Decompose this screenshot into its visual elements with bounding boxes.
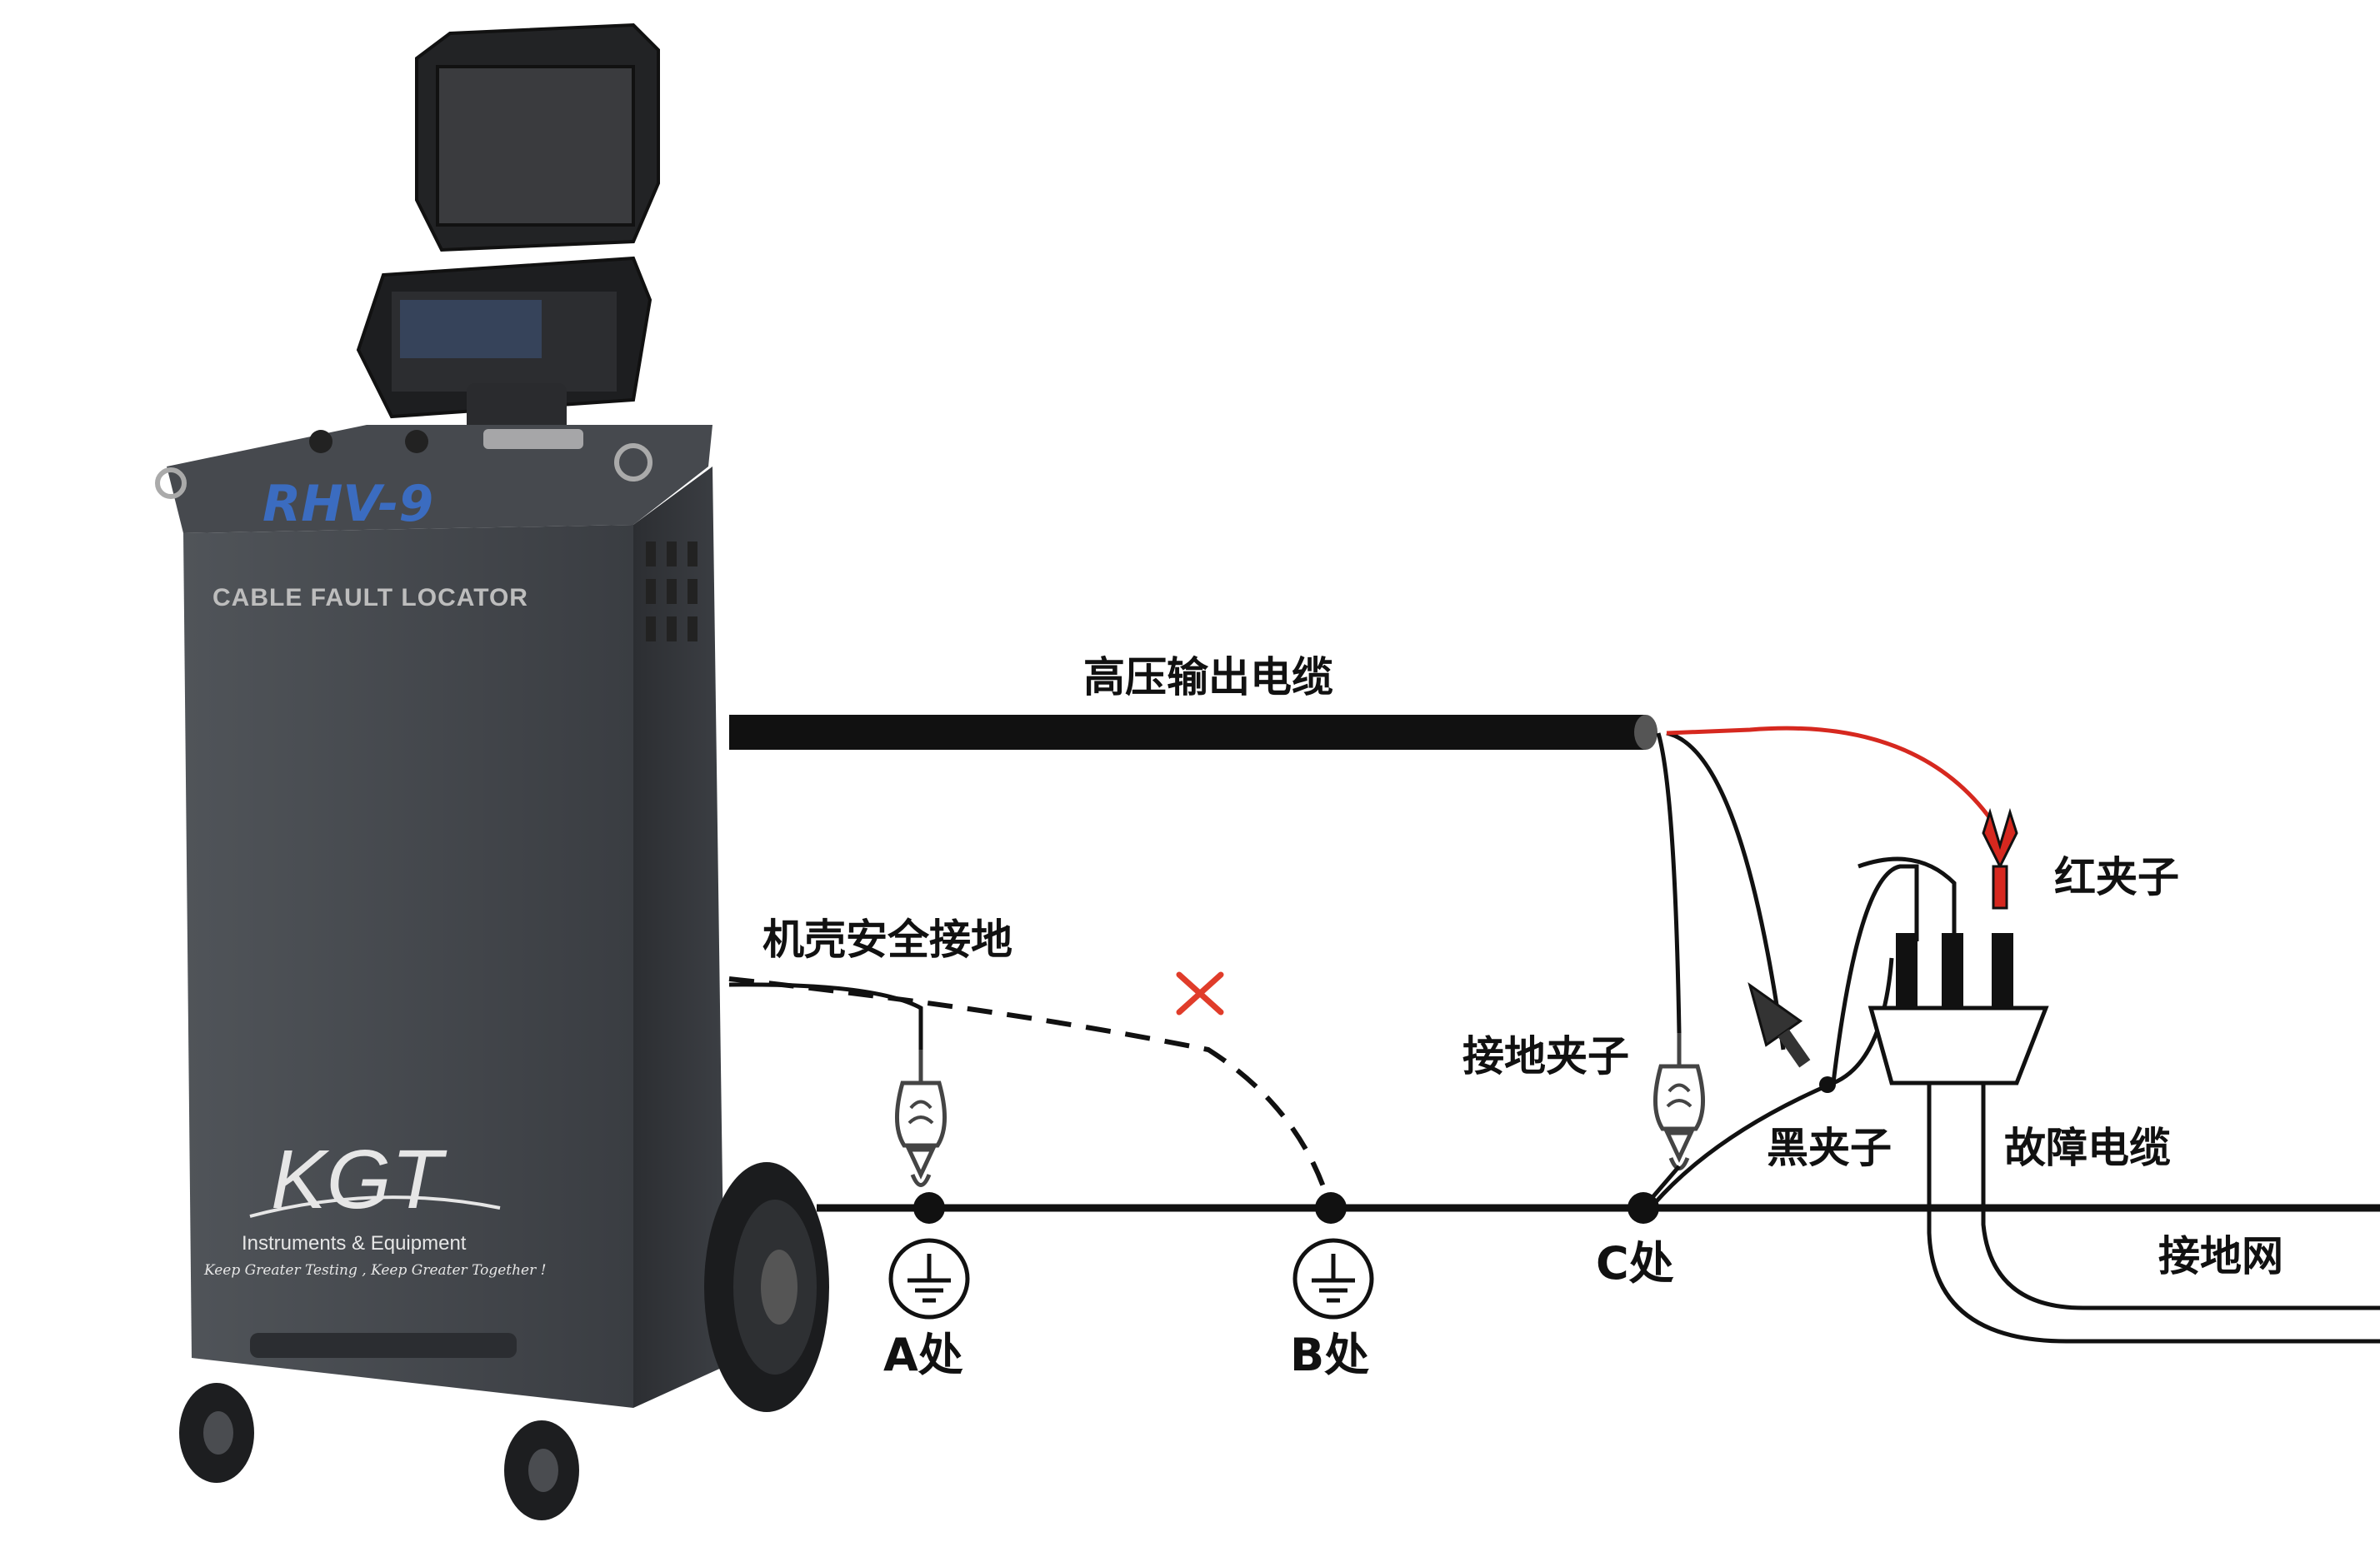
caster-wheel-right xyxy=(504,1420,579,1520)
logo-swoosh xyxy=(249,1195,501,1218)
caster-wheel-left xyxy=(179,1383,254,1483)
faulty-cable xyxy=(1927,1083,2380,1344)
red-lead xyxy=(1666,726,1994,822)
ground-clip-icon xyxy=(1655,1033,1702,1169)
base-bar xyxy=(250,1333,517,1358)
ground-lead xyxy=(1656,732,1682,1034)
model-name: RHV-9 xyxy=(262,475,433,533)
lift-ring-right xyxy=(614,443,652,482)
x-mark-icon xyxy=(1176,971,1224,1016)
red-clip-label: 红夹子 xyxy=(2054,853,2179,901)
faulty-cable-label: 故障电缆 xyxy=(2004,1124,2171,1172)
kgt-logo: KGT xyxy=(271,1133,447,1226)
point-b-label: B处 xyxy=(1290,1329,1369,1381)
point-c-label: C处 xyxy=(1596,1237,1674,1290)
red-clip-icon xyxy=(1982,807,2018,910)
black-clip-label: 黑夹子 xyxy=(1767,1124,1892,1172)
chassis-ground-label: 机壳安全接地 xyxy=(762,916,1012,964)
ground-grid-label: 接地网 xyxy=(2158,1232,2283,1280)
earth-ground-icon xyxy=(888,1238,970,1320)
point-a-label: A处 xyxy=(883,1329,963,1381)
chassis-ground-dashed-wire xyxy=(728,976,1332,1205)
company-name: Instruments & Equipment xyxy=(242,1232,467,1255)
point-b-node xyxy=(1315,1192,1347,1224)
ground-clip-label: 接地夹子 xyxy=(1462,1032,1629,1080)
jumper-node xyxy=(1819,1076,1836,1093)
earth-ground-icon xyxy=(1292,1238,1374,1320)
slogan: Keep Greater Testing , Keep Greater Toge… xyxy=(203,1262,546,1279)
device-top xyxy=(167,425,712,533)
cable-fault-locator-device: RHV-9 CABLE FAULT LOCATOR KGT Instrument… xyxy=(155,22,829,1520)
black-clip-icon xyxy=(1748,982,1811,1068)
device-subtitle: CABLE FAULT LOCATOR xyxy=(212,584,528,611)
black-jumper xyxy=(1652,864,1919,1205)
black-lead xyxy=(1666,731,1786,1050)
device-side xyxy=(633,467,725,1408)
vent-grille xyxy=(646,541,698,641)
point-a-node xyxy=(913,1192,945,1224)
ground-clip-connector-c xyxy=(1642,1165,1681,1210)
big-wheel xyxy=(704,1162,829,1412)
chassis-ground-wire xyxy=(728,982,923,1050)
faulty-cable-terminal-block xyxy=(1868,933,2049,1085)
device-front xyxy=(183,525,633,1408)
faulty-cable-inner xyxy=(1981,1083,2380,1310)
hv-output-cable-label: 高压输出电缆 xyxy=(1083,653,1333,701)
hv-output-cable xyxy=(729,715,1658,750)
lift-ring-left xyxy=(155,467,187,499)
chassis-ground-clip-icon xyxy=(897,1050,944,1185)
display-case xyxy=(356,22,660,433)
